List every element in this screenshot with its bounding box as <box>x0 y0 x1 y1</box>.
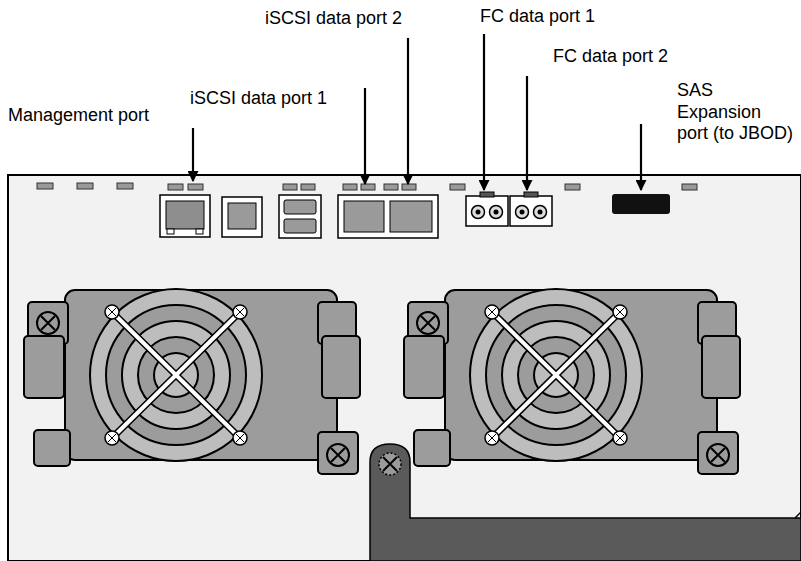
leader-arrow <box>526 76 528 190</box>
callout-label: iSCSI data port 2 <box>265 8 402 30</box>
fc-lens <box>472 206 485 219</box>
fan-right <box>404 289 740 474</box>
sas-port <box>612 194 670 214</box>
callout-label-holder: iSCSI data port 1 <box>190 88 327 110</box>
callout-label-holder: SAS Expansion port (to JBOD) <box>677 80 797 145</box>
fc-lens <box>490 206 503 219</box>
management-port-frame <box>160 195 210 237</box>
jack-latch <box>167 229 174 234</box>
serial-jack <box>228 203 256 229</box>
callout-label-holder: iSCSI data port 2 <box>265 8 402 30</box>
serial-port-frame <box>222 197 262 237</box>
rj45-jack <box>166 201 204 229</box>
leader-arrow <box>364 88 366 184</box>
callout-label-holder: Management port <box>8 105 149 127</box>
led <box>283 184 297 190</box>
thumb-screw-slot <box>383 457 397 471</box>
leader-arrow <box>192 128 194 181</box>
fc-port <box>466 196 508 226</box>
fc-core <box>494 210 499 215</box>
led <box>37 183 53 189</box>
led-group <box>37 183 697 190</box>
led <box>682 184 697 190</box>
leader-arrow <box>640 124 642 190</box>
fc-latch <box>524 192 538 197</box>
usb-frame <box>279 195 321 238</box>
led <box>188 184 203 190</box>
led <box>565 184 580 190</box>
callout-label-holder: FC data port 2 <box>553 46 668 68</box>
callout-label-holder: FC data port 1 <box>480 6 595 28</box>
bracket-edge <box>795 512 801 518</box>
usb-port <box>284 200 316 214</box>
led <box>384 184 398 190</box>
iscsi-frame <box>338 195 438 238</box>
led <box>402 184 416 190</box>
leader-arrow <box>407 38 409 184</box>
chassis-panel <box>8 175 801 561</box>
fc-core <box>520 210 525 215</box>
thumb-screw <box>379 453 401 475</box>
usb-port <box>284 219 316 233</box>
fc-latch <box>480 192 494 197</box>
jack-latch <box>196 229 203 234</box>
fc-core <box>476 210 481 215</box>
handle-bracket <box>370 444 801 561</box>
led <box>361 184 375 190</box>
callout-label: SAS Expansion port (to JBOD) <box>677 80 797 145</box>
led <box>450 184 465 190</box>
fan-left <box>24 289 360 474</box>
fc-lens <box>516 206 529 219</box>
fc-core <box>538 210 543 215</box>
fc-lens <box>534 206 547 219</box>
callout-label: FC data port 2 <box>553 46 668 68</box>
iscsi-jack <box>344 201 384 232</box>
iscsi-jack <box>390 201 432 232</box>
led <box>117 183 133 189</box>
callout-label: iSCSI data port 1 <box>190 88 327 110</box>
led <box>343 184 357 190</box>
callout-label: Management port <box>8 105 149 127</box>
leader-arrow <box>483 34 485 190</box>
fc-port <box>510 196 552 226</box>
led <box>168 184 183 190</box>
led <box>301 184 315 190</box>
callout-label: FC data port 1 <box>480 6 595 28</box>
led <box>77 183 93 189</box>
